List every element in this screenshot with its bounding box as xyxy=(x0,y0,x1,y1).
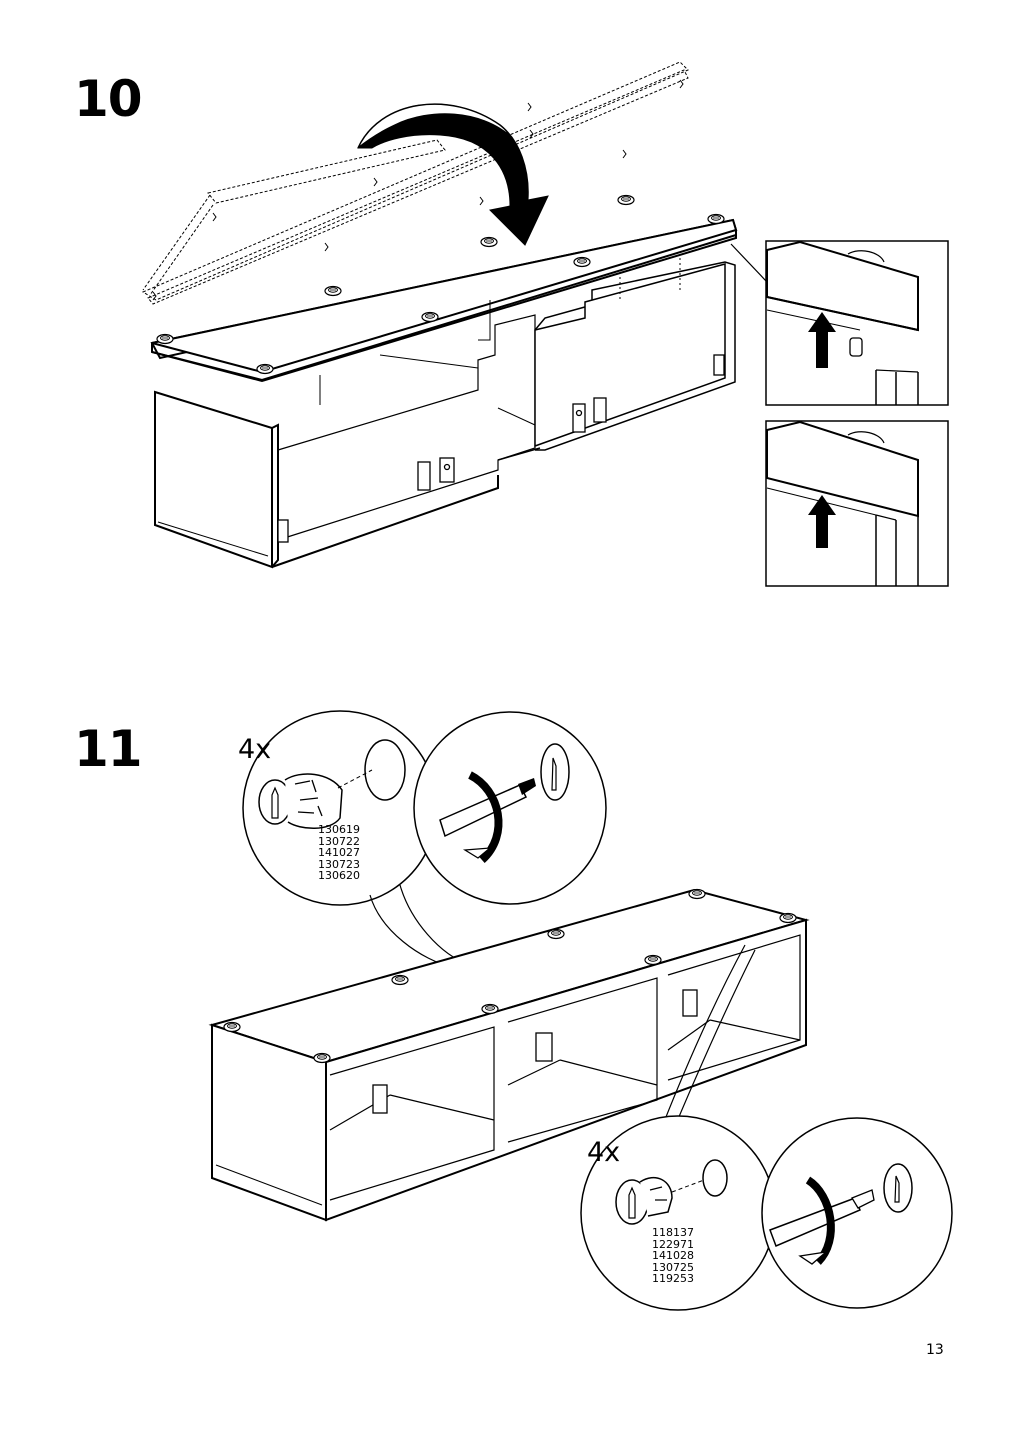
part-codes-bottom: 118137 122971 141028 130725 119253 xyxy=(652,1227,694,1285)
callout-top xyxy=(242,710,607,969)
part-code: 118137 xyxy=(652,1226,694,1239)
cabinet-assembled xyxy=(208,888,810,1222)
cabinet-body xyxy=(154,258,736,569)
rotate-arrow-icon xyxy=(357,103,549,246)
dashed-top-panel xyxy=(141,61,689,305)
detail-panel-1 xyxy=(765,240,949,406)
part-code: 130722 xyxy=(318,834,360,848)
screwdriver-icon xyxy=(769,1176,875,1265)
part-code: 130725 xyxy=(652,1260,694,1274)
part-code: 141028 xyxy=(652,1249,694,1262)
part-code: 141027 xyxy=(318,846,360,859)
detail-panel-2 xyxy=(765,420,949,587)
page-number: 13 xyxy=(926,1342,944,1358)
step-number-10: 10 xyxy=(74,70,143,128)
step10-illustration xyxy=(141,61,949,587)
up-arrow-icon xyxy=(808,312,836,368)
cabinet-top-panel xyxy=(150,218,738,383)
callout-bottom xyxy=(580,944,953,1311)
quantity-label-top: 4x xyxy=(238,734,272,765)
part-code: 119253 xyxy=(652,1272,694,1285)
up-arrow-icon xyxy=(808,495,836,548)
hinge-brackets xyxy=(277,354,725,543)
part-code: 122971 xyxy=(652,1237,694,1251)
part-code: 130619 xyxy=(318,823,360,836)
cam-lock-icon xyxy=(615,1177,673,1225)
zoom-connector xyxy=(730,241,768,284)
part-code: 130723 xyxy=(318,857,360,871)
step-number-11: 11 xyxy=(74,720,143,778)
step11-illustration xyxy=(208,710,953,1311)
part-code: 130620 xyxy=(318,869,360,882)
part-codes-top: 130619 130722 141027 130723 130620 xyxy=(318,824,360,882)
cam-lock-icon xyxy=(258,773,343,829)
screwdriver-icon xyxy=(439,771,536,863)
quantity-label-bottom: 4x xyxy=(587,1137,621,1168)
